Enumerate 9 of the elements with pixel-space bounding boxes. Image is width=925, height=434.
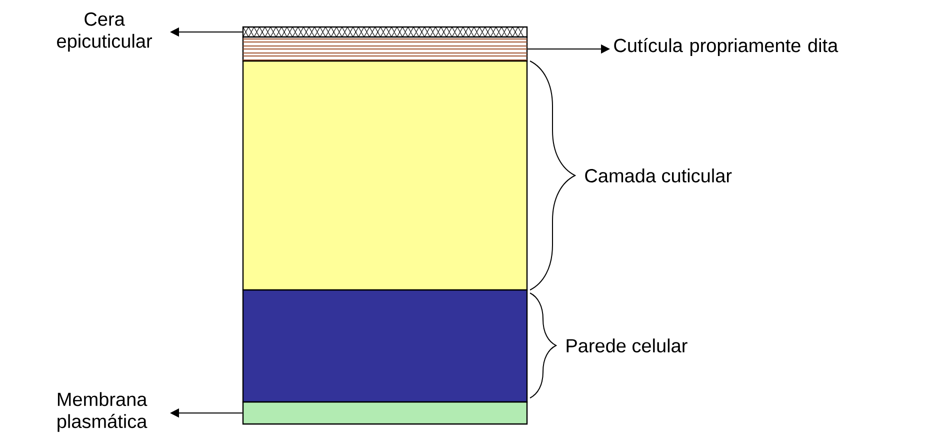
cell-wall-layer	[242, 289, 528, 403]
membrane-layer	[242, 401, 528, 425]
layer-label: Parede celular	[566, 338, 688, 352]
layer-name: Membrana plasmática	[58, 392, 148, 432]
layer-name: Cutícula propriamente dita	[614, 38, 838, 56]
layer-name: Cera epicuticular	[57, 12, 152, 52]
wax-layer	[242, 26, 528, 38]
layer-label: Camada cuticular	[585, 168, 732, 182]
cuticular-layer	[242, 60, 528, 291]
